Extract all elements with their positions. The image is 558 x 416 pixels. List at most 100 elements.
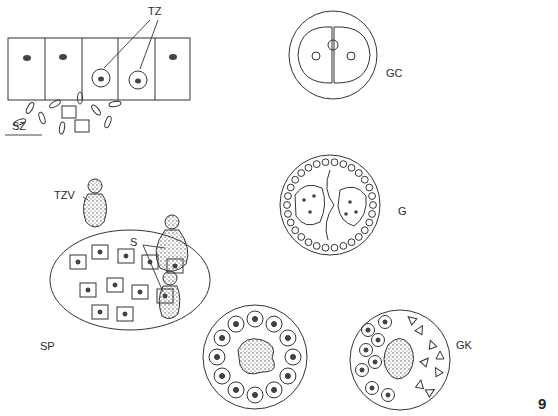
drawing-part	[75, 120, 89, 132]
drawing-part	[384, 339, 414, 380]
drawing-part	[285, 211, 292, 218]
drawing-part	[86, 288, 90, 292]
drawing-part	[98, 77, 104, 82]
drawing-part	[322, 244, 329, 251]
drawing-part	[234, 322, 239, 327]
drawing-part	[107, 278, 123, 292]
drawing-part	[98, 250, 102, 254]
drawing-part	[98, 310, 102, 314]
drawing-part	[285, 374, 290, 379]
part-label: S	[130, 237, 137, 248]
drawing-part	[350, 310, 450, 410]
drawing-part	[140, 20, 158, 69]
drawing-part	[361, 176, 368, 183]
drawing-part	[366, 219, 373, 226]
part-label: SP	[40, 341, 55, 352]
drawing-part	[369, 356, 382, 369]
part-label: TZ	[148, 6, 161, 17]
drawing-part	[76, 260, 80, 264]
drawing-part	[366, 382, 379, 395]
drawing-part	[285, 336, 290, 341]
drawing-part	[167, 259, 183, 273]
drawing-part	[305, 239, 312, 246]
drawing-part	[369, 211, 376, 218]
drawing-part	[118, 38, 119, 100]
drawing-part	[348, 164, 355, 171]
drawing-part	[132, 285, 148, 299]
drawing-part	[302, 198, 306, 202]
drawing-part	[313, 242, 320, 249]
drawing-part	[157, 289, 173, 303]
drawing-part	[124, 254, 128, 258]
part-label: TZV	[54, 190, 75, 201]
drawing-part	[104, 116, 113, 129]
drawing-part	[383, 320, 387, 324]
drawing-part	[416, 379, 425, 388]
drawing-part	[340, 242, 347, 249]
drawing-part	[228, 316, 244, 332]
drawing-part	[272, 387, 277, 392]
drawing-part	[355, 170, 362, 177]
drawing-part	[78, 92, 83, 104]
drawing-part	[23, 55, 31, 61]
drawing-part	[138, 290, 142, 294]
drawing-part	[356, 314, 445, 402]
part-label: SZ	[12, 121, 26, 132]
residual-bodies	[238, 339, 414, 380]
part-label: G	[398, 206, 407, 217]
drawing-part	[165, 215, 179, 229]
drawing-part	[287, 184, 294, 191]
drawing-part	[362, 324, 375, 337]
drawing-part	[406, 314, 417, 325]
drawing-part	[331, 159, 338, 166]
drawing-part	[280, 368, 296, 384]
drawing-part	[25, 102, 35, 115]
drawing-part	[163, 294, 167, 298]
drawing-part	[326, 170, 334, 240]
drawing-part	[220, 374, 225, 379]
drawing-part	[253, 317, 258, 322]
drawing-part	[169, 54, 177, 60]
drawing-part	[379, 316, 392, 329]
drawing-part	[285, 193, 292, 200]
drawing-part	[312, 52, 320, 60]
drawing-part	[38, 112, 47, 125]
gonocyte	[298, 27, 370, 83]
drawing-part	[247, 387, 263, 403]
drawing-part	[280, 330, 296, 346]
drawing-part	[135, 79, 141, 84]
part-label: GK	[456, 340, 472, 351]
drawing-part	[348, 239, 355, 246]
drawing-part	[238, 339, 274, 374]
drawing-part	[420, 356, 431, 367]
drawing-part	[356, 364, 369, 377]
drawing-part	[302, 194, 358, 216]
drawing-part	[298, 170, 305, 177]
drawing-part	[82, 38, 83, 100]
drawing-part	[289, 11, 377, 99]
drawing-part	[266, 382, 282, 398]
germ-mass	[295, 170, 366, 240]
drawing-part	[159, 286, 180, 319]
drawing-part	[173, 264, 177, 268]
drawing-part	[285, 349, 301, 365]
drawing-part	[129, 71, 147, 89]
drawing-part	[58, 122, 65, 135]
drawing-part	[344, 212, 348, 216]
drawing-part	[372, 334, 385, 347]
drawing-part	[338, 187, 366, 226]
drawing-part	[347, 52, 355, 60]
drawing-part	[90, 104, 102, 116]
cell-groups	[70, 159, 444, 403]
drawing-part	[369, 193, 376, 200]
spermatozoa	[14, 92, 122, 134]
drawing-part	[360, 368, 364, 372]
drawing-part	[355, 234, 362, 241]
drawing-part	[209, 349, 225, 365]
drawing-part	[298, 234, 305, 241]
drawing-part	[284, 159, 377, 251]
epithelium	[8, 38, 190, 100]
drawing-part	[214, 330, 230, 346]
